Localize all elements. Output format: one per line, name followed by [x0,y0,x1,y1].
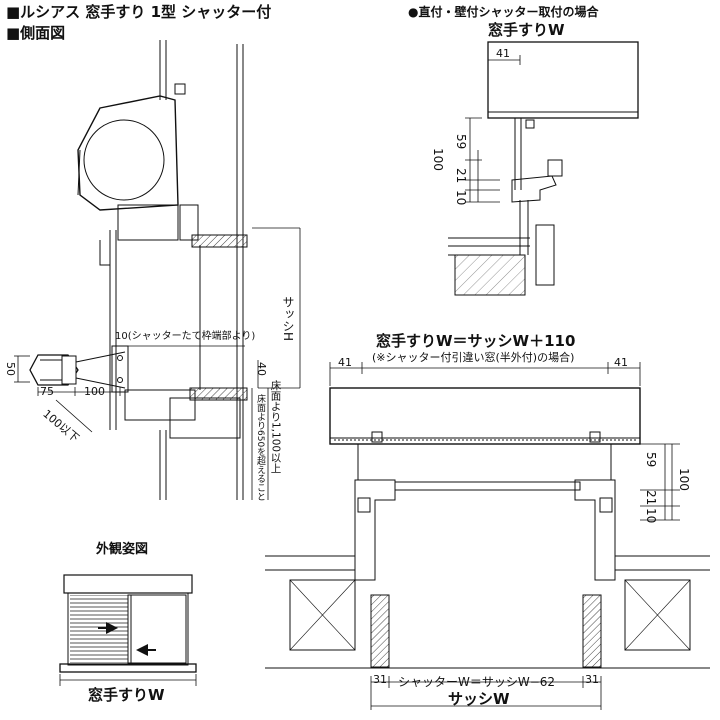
front-dim-59: 59 [644,452,658,468]
wall-mount-dim-21: 21 [454,168,468,184]
side-dimension-lines [14,227,301,500]
mount-note: ●直付・壁付シャッター取付の場合 [408,5,599,19]
side-dim-50: 50 [4,362,17,376]
wall-mount-dim-10: 10 [454,190,468,206]
wall-mount-detail [448,41,639,296]
side-floor-1100: 床面より1,100以上 [269,380,282,474]
front-sash-width: サッシW [448,690,510,708]
side-floor-650: 床面より650を超えること [255,394,265,502]
wall-mount-width-label: 窓手すりW [488,21,565,39]
front-dim-41-right: 41 [614,356,628,369]
side-dim-40: 40 [255,362,268,376]
front-section-view [265,362,710,710]
side-dim-100: 100 [84,385,105,398]
side-section-view [29,40,248,500]
wall-mount-dim-100: 100 [431,148,445,171]
side-view-heading: ■側面図 [6,24,66,42]
appearance-view [59,574,197,686]
front-width-formula: 窓手すりW＝サッシW＋110 [376,332,576,350]
wall-mount-dim-41: 41 [496,47,510,60]
front-dim-41-left: 41 [338,356,352,369]
side-dim-75: 75 [40,385,54,398]
wall-mount-dim-59: 59 [454,134,468,150]
front-dim-21: 21 [644,490,658,506]
front-dim-31-left: 31 [373,673,387,686]
appearance-title: 外観姿図 [96,542,149,557]
front-shutter-width: シャッターW＝サッシW−62 [398,675,556,689]
appearance-width-label: 窓手すりW [88,686,165,704]
side-dim-10-note: 10(シャッターたて枠端部より) [115,331,256,342]
front-dim-100: 100 [677,468,691,491]
front-note: (※シャッター付引違い窓(半外付)の場合) [372,351,575,364]
diagram-title: ■ルシアス 窓手すり 1型 シャッター付 [6,3,272,21]
side-sash-height: サッシH [281,296,295,342]
front-dim-31-right: 31 [585,673,599,686]
front-dim-10: 10 [644,508,658,524]
